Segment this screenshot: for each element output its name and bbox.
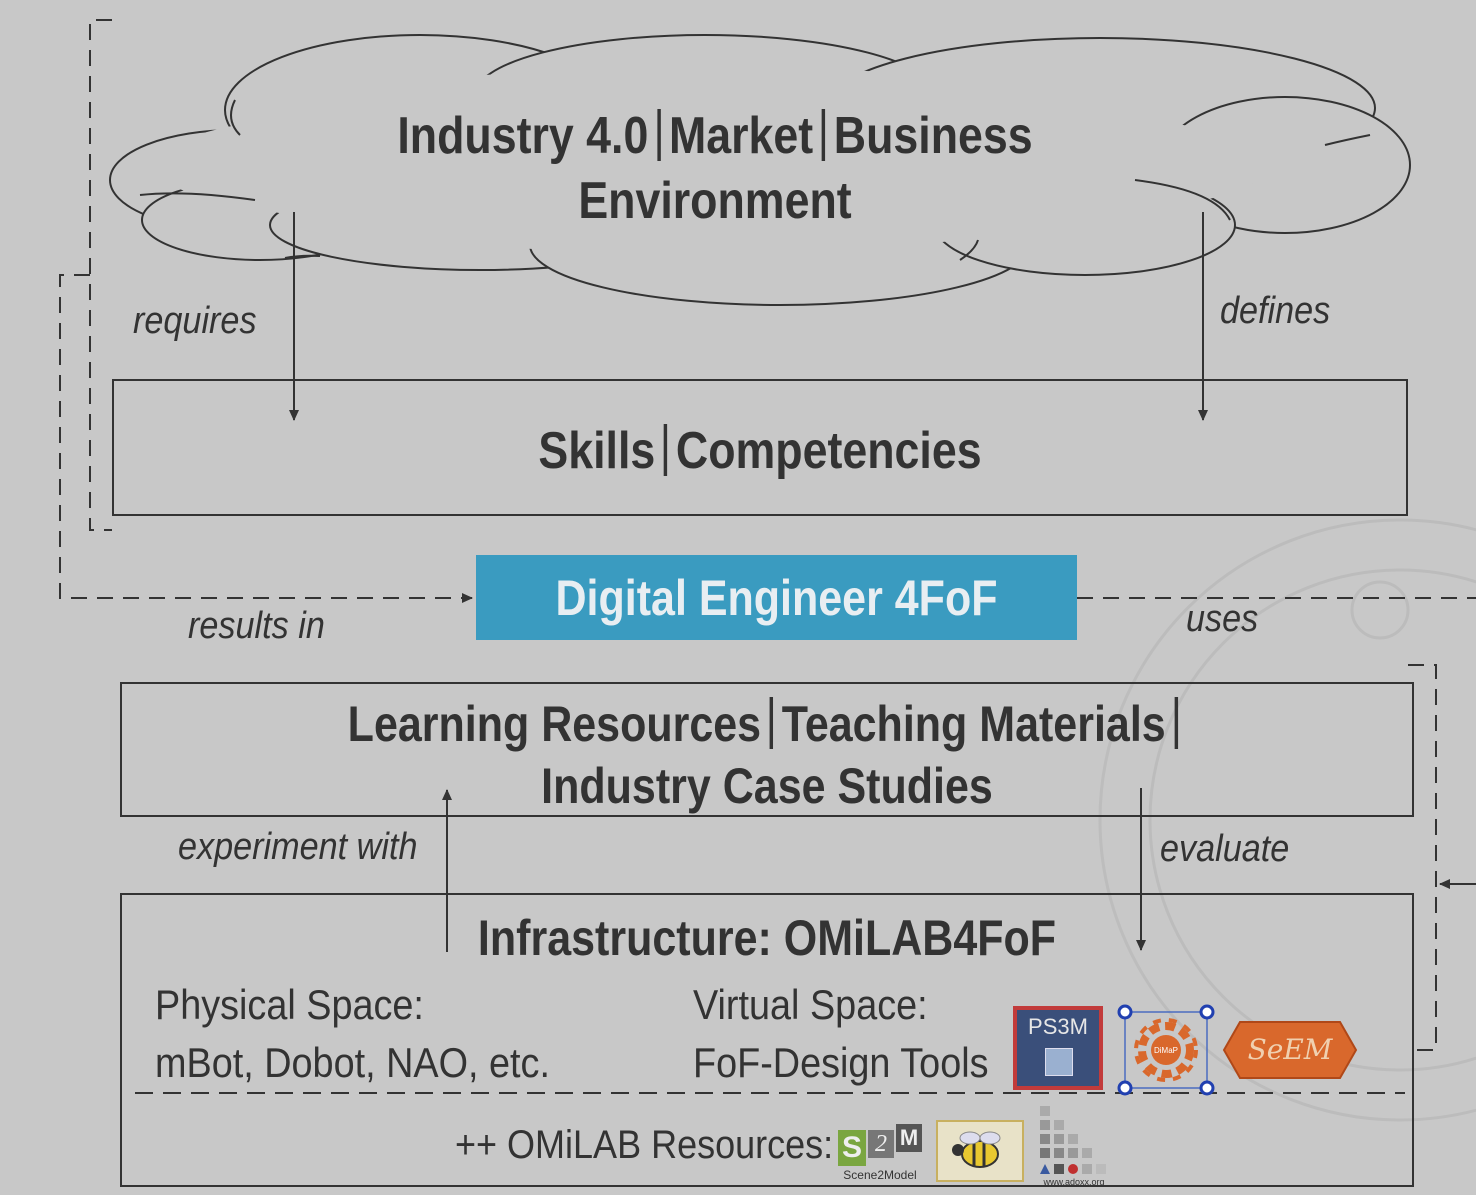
edge-label-experiment-with: experiment with — [178, 826, 418, 868]
digital-engineer-box: Digital Engineer 4FoF — [476, 555, 1077, 640]
dimap-gear-logo: DiMaP — [1117, 1004, 1215, 1096]
skills-term: Skills — [538, 422, 656, 480]
digital-engineer-label: Digital Engineer 4FoF — [555, 570, 998, 626]
edge-label-requires: requires — [133, 300, 257, 342]
competencies-term: Competencies — [675, 422, 982, 480]
s2m-s-letter: S — [838, 1130, 866, 1166]
skills-title: Skills Competencies — [204, 421, 1315, 481]
cloud-term-business: Business — [833, 107, 1033, 165]
learning-resources-term: Learning Resources — [347, 696, 762, 752]
physical-space-label: Physical Space: — [155, 981, 424, 1028]
edge-label-defines: defines — [1220, 290, 1331, 332]
separator — [656, 109, 661, 161]
dimap-logo-text: DiMaP — [1154, 1046, 1178, 1055]
teaching-materials-term: Teaching Materials — [781, 696, 1166, 752]
separator — [663, 424, 668, 476]
ps3m-logo: PS3M — [1013, 1006, 1103, 1090]
separator — [769, 697, 774, 749]
separator — [821, 109, 826, 161]
cloud-subtitle: Environment — [578, 172, 852, 230]
virtual-space-items: FoF-Design Tools — [693, 1039, 989, 1086]
bee-logo — [936, 1120, 1024, 1182]
ps3m-image-icon — [1045, 1048, 1073, 1076]
edge-label-evaluate: evaluate — [1160, 828, 1290, 870]
resources-title: Learning Resources Teaching Materials — [212, 694, 1321, 754]
adoxx-caption: www.adoxx.org — [1042, 1177, 1104, 1187]
resources-box: Learning Resources Teaching Materials Ind… — [120, 682, 1414, 817]
adoxx-logo: www.adoxx.org — [1040, 1106, 1106, 1187]
ps3m-logo-text: PS3M — [1028, 1014, 1088, 1039]
virtual-space-label: Virtual Space: — [693, 981, 928, 1028]
seem-logo: SeEM — [1222, 1021, 1358, 1079]
physical-space-items: mBot, Dobot, NAO, etc. — [155, 1039, 550, 1086]
watermark-seal — [1098, 518, 1476, 1122]
separator — [1174, 697, 1178, 749]
edge-label-uses: uses — [1186, 598, 1259, 640]
s2m-m-letter: M — [896, 1124, 922, 1152]
omilab-resources-label: ++ OMiLAB Resources: — [455, 1123, 834, 1167]
cloud-term-market: Market — [668, 107, 814, 165]
cloud-term-industry: Industry 4.0 — [397, 107, 649, 165]
cloud-title: Industry 4.0 Market Business — [307, 105, 1124, 167]
s2m-2-digit: 2 — [868, 1130, 894, 1158]
infrastructure-box: Infrastructure: OMiLAB4FoF — [120, 893, 1414, 1187]
s2m-caption: Scene2Model — [843, 1168, 917, 1182]
skills-box: Skills Competencies — [112, 379, 1408, 516]
infrastructure-title: Infrastructure: OMiLAB4FoF — [477, 910, 1057, 966]
seem-logo-text: SeEM — [1248, 1033, 1334, 1066]
resources-subtitle: Industry Case Studies — [541, 758, 993, 814]
scene2model-logo: S 2 M Scene2Model — [836, 1124, 926, 1182]
edge-label-results-in: results in — [188, 605, 325, 647]
cloud-shape — [109, 34, 1411, 306]
